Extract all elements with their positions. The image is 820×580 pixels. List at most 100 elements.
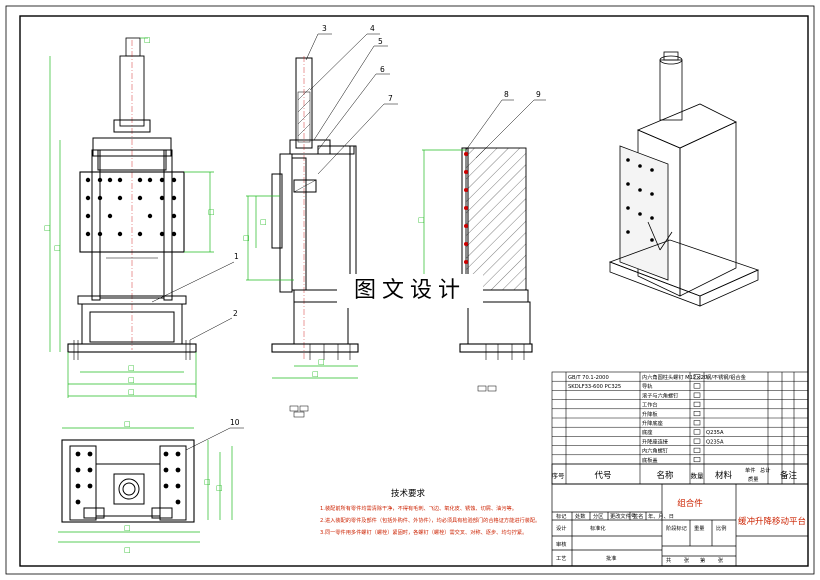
balloon-5: 5: [378, 37, 383, 46]
header-name: 名称: [656, 470, 674, 481]
bolt-hole-icon: [175, 499, 181, 505]
svg-text:□: □: [243, 234, 250, 242]
svg-text:□: □: [128, 376, 135, 384]
bolt-hole-icon: [626, 206, 630, 210]
bolt-hole-icon: [163, 467, 169, 473]
role-process: 工艺: [556, 555, 566, 562]
isometric-view: [608, 51, 760, 307]
svg-text:□: □: [124, 420, 131, 428]
tech-req-line-1: 1.装配前所有零件均需清除干净，不得有毛刺、飞边、氧化皮、锈蚀、切屑、油污等。: [320, 504, 517, 512]
role-review: 审核: [556, 540, 566, 548]
balloon-7: 7: [388, 94, 393, 103]
bolt-hole-icon: [117, 195, 123, 201]
bolt-hole-icon: [175, 467, 181, 473]
bolt-hole-icon: [75, 499, 81, 505]
bolt-head-icon: [464, 206, 468, 210]
bolt-hole-icon: [107, 177, 113, 183]
bolt-hole-icon: [171, 231, 177, 237]
part-name: 内六角圆柱头螺钉 M12×20: [642, 373, 707, 381]
rev-h-5: 年、月、日: [648, 512, 674, 520]
hatched-section-view: [459, 147, 533, 360]
rev-h-3: 更改文件号: [610, 512, 636, 520]
hatched-view-dimensions: □: [418, 149, 466, 291]
bolt-hole-icon: [75, 467, 81, 473]
qty-box: [693, 457, 701, 463]
part-code: GB/T 70.1-2000: [568, 375, 609, 381]
header-remark: 备注: [780, 470, 798, 481]
watermark: 图文设计: [337, 274, 483, 308]
svg-text:□: □: [312, 370, 319, 378]
std-label: 标准化: [590, 524, 606, 532]
bolt-hole-icon: [171, 177, 177, 183]
sheets-label: 共: [666, 556, 671, 564]
balloon-10: 10: [230, 418, 240, 427]
svg-text:□: □: [128, 388, 135, 396]
header-code: 代号: [594, 470, 611, 481]
header-weight: 质量: [748, 475, 758, 483]
of-label-2: 张: [718, 556, 724, 564]
parts-list-header: 序号 代号 名称 数量 材料 单件 总计 质量 备注: [552, 463, 809, 485]
svg-text:□: □: [216, 484, 223, 492]
bolt-hole-icon: [650, 216, 654, 220]
bolt-hole-icon: [650, 168, 654, 172]
bolt-hole-icon: [97, 195, 103, 201]
bolt-hole-icon: [650, 192, 654, 196]
bolt-hole-icon: [650, 238, 654, 242]
header-total: 总计: [760, 466, 770, 474]
rev-h-1: 处数: [575, 512, 586, 520]
front-view-dimensions: □ □ □ □ □ □ □: [44, 36, 215, 398]
bolt-hole-icon: [85, 231, 91, 237]
tech-req-line-2: 2.进入装配的零件及部件（包括外购件、外协件），均必须具有检验部门的合格证方能进…: [320, 516, 540, 524]
part-name: 升降板: [642, 410, 658, 418]
bolt-hole-icon: [97, 177, 103, 183]
part-name: 升降底座: [642, 419, 663, 427]
rev-h-4: 签名: [633, 512, 643, 520]
bolt-hole-icon: [85, 213, 91, 219]
balloon-8: 8: [504, 90, 509, 99]
bolt-hole-icon: [147, 177, 153, 183]
side-section-view: [271, 56, 359, 360]
balloon-2: 2: [233, 309, 238, 318]
qty-box: [693, 374, 701, 380]
balloon-4: 4: [370, 24, 375, 33]
sheet-label: 第: [700, 556, 705, 564]
svg-text:□: □: [124, 546, 131, 554]
bolt-head-icon: [464, 242, 468, 246]
balloon-9: 9: [536, 90, 541, 99]
role-design: 设计: [556, 524, 566, 532]
title-block: [551, 483, 809, 567]
bolt-hole-icon: [175, 451, 181, 457]
qty-box: [693, 401, 701, 407]
header-single: 单件: [745, 466, 755, 474]
weight-label: 重量: [694, 524, 704, 532]
part-name: 底板盖: [642, 456, 658, 464]
top-view: [61, 439, 195, 523]
bolt-hole-icon: [75, 451, 81, 457]
bolt-hole-icon: [137, 231, 143, 237]
header-no: 序号: [552, 471, 566, 480]
bolt-hole-icon: [137, 177, 143, 183]
part-material: Q235A: [706, 430, 724, 436]
bolt-hole-icon: [85, 177, 91, 183]
bolt-head-icon: [464, 188, 468, 192]
qty-box: [693, 420, 701, 426]
bolt-head-icon: [464, 152, 468, 156]
qty-box: [693, 447, 701, 453]
tech-req-line-3: 3.同一零件用多件螺钉（螺栓）紧固时，各螺钉（螺栓）需交叉、对称、逐步、均匀拧紧…: [320, 528, 527, 536]
svg-text:□: □: [318, 358, 325, 366]
svg-text:□: □: [54, 244, 61, 252]
part-name: 工作台: [642, 401, 658, 409]
bolt-hole-icon: [163, 483, 169, 489]
tech-req-title: 技术要求: [391, 488, 426, 499]
rev-h-2: 分区: [593, 512, 603, 520]
bolt-head-icon: [464, 224, 468, 228]
bolt-hole-icon: [117, 231, 123, 237]
svg-text:□: □: [208, 208, 215, 216]
header-material: 材料: [715, 470, 733, 481]
svg-text:□: □: [418, 216, 425, 224]
outer-border: [5, 5, 815, 575]
part-code: SKDLF33-600 PC325: [568, 384, 621, 390]
inner-border: [19, 15, 809, 567]
bolt-hole-icon: [147, 213, 153, 219]
